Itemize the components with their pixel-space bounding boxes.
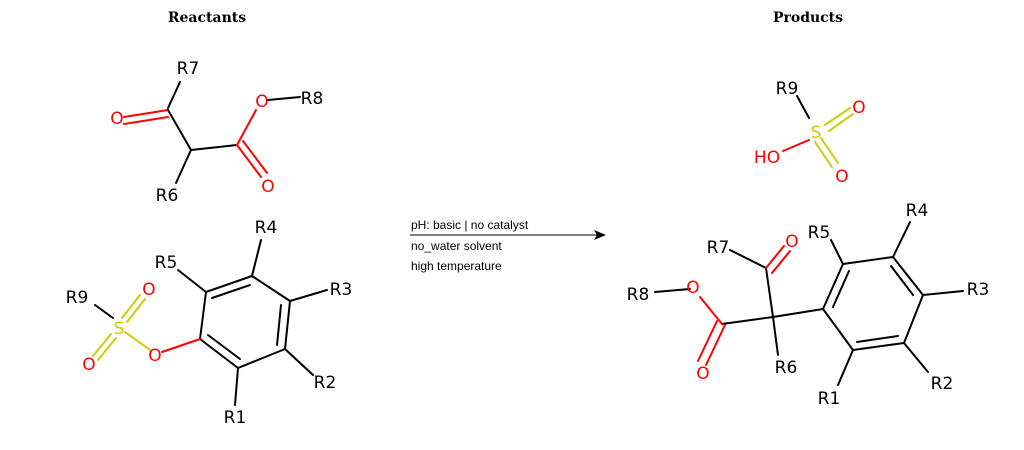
label-r6: R6 [775, 358, 798, 378]
label-r7: R7 [707, 238, 730, 258]
label-r9: R9 [776, 79, 799, 99]
label-oxygen: O [852, 98, 865, 118]
product-arylated-keto-ester: R7 O R5 R4 R3 R2 R1 R6 O R8 O [627, 201, 990, 409]
label-r5: R5 [808, 223, 831, 243]
condition-line-2: no_water solvent [411, 239, 502, 253]
label-r2: R2 [931, 374, 954, 394]
label-sulfur: S [114, 319, 125, 339]
reaction-arrow-group: pH: basic | no catalyst no_water solvent… [410, 218, 606, 273]
label-r3: R3 [330, 280, 353, 300]
label-oxygen: O [696, 364, 709, 384]
label-oxygen: O [785, 232, 798, 252]
label-r1: R1 [224, 408, 247, 428]
reactant-keto-ester: R7 O O R8 O R6 [110, 59, 323, 206]
label-oxygen: O [686, 278, 699, 298]
products-header: Products [773, 10, 843, 26]
label-oxygen: O [148, 346, 161, 366]
label-r6: R6 [156, 186, 179, 206]
reactants-header: Reactants [168, 10, 246, 26]
label-oxygen: O [255, 92, 268, 112]
label-oxygen: O [110, 109, 123, 129]
label-oxygen: O [261, 177, 274, 197]
label-r1: R1 [818, 389, 841, 409]
label-hydroxyl: HO [754, 148, 780, 168]
label-oxygen: O [142, 280, 155, 300]
label-oxygen: O [82, 355, 95, 375]
product-sulfonic-acid: R9 S O O HO [754, 79, 866, 187]
reactant-aryl-sulfonate: R4 R5 R3 R2 R1 R9 S O O O [66, 218, 353, 428]
condition-line-3: high temperature [411, 259, 502, 273]
label-r8: R8 [301, 89, 324, 109]
label-r2: R2 [314, 373, 337, 393]
label-r3: R3 [967, 280, 990, 300]
label-r4: R4 [906, 201, 929, 221]
label-sulfur: S [811, 123, 822, 143]
condition-line-1: pH: basic | no catalyst [411, 218, 529, 232]
label-r9: R9 [66, 288, 89, 308]
label-r8: R8 [627, 285, 650, 305]
label-r4: R4 [255, 218, 278, 238]
label-r7: R7 [177, 59, 200, 79]
label-r5: R5 [155, 253, 178, 273]
label-oxygen: O [835, 167, 848, 187]
